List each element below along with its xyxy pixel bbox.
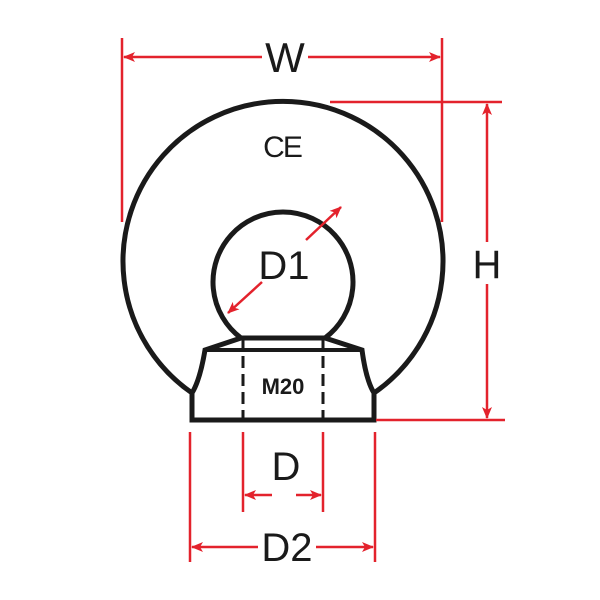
label-w: W	[265, 34, 305, 81]
label-h: H	[473, 243, 502, 287]
ce-mark: CE	[263, 131, 302, 164]
nut-base	[189, 335, 377, 423]
label-d2: D2	[261, 526, 312, 570]
label-d: D	[272, 445, 301, 489]
inner-hole	[210, 209, 356, 340]
label-d1: D1	[258, 244, 309, 288]
eye-nut-outline	[120, 98, 446, 423]
thread-size-label: M20	[262, 374, 305, 399]
outer-ring	[120, 98, 446, 396]
dimension-lines	[120, 38, 505, 562]
d1-arrow	[305, 206, 342, 241]
